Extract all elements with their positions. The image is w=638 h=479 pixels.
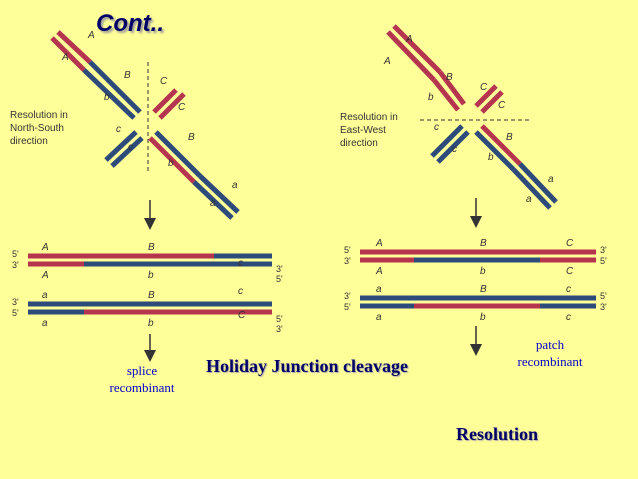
svg-text:C: C: [498, 100, 506, 111]
svg-text:a: a: [42, 290, 48, 301]
svg-text:c: c: [566, 284, 571, 295]
svg-text:3': 3': [344, 291, 351, 301]
svg-text:East-West: East-West: [340, 125, 386, 136]
svg-text:b: b: [480, 312, 486, 323]
svg-text:3': 3': [600, 245, 607, 255]
right-resolution-label: Resolution in East-West direction: [340, 112, 398, 149]
svg-text:A: A: [61, 52, 69, 63]
svg-text:A: A: [405, 34, 413, 45]
svg-text:B: B: [480, 284, 487, 295]
svg-text:a: a: [548, 174, 554, 185]
patch-recombinant-label: patch recombinant: [517, 337, 583, 369]
svg-text:3': 3': [344, 256, 351, 266]
svg-text:B: B: [148, 242, 155, 253]
svg-text:C: C: [480, 82, 488, 93]
svg-text:Resolution in: Resolution in: [340, 112, 398, 123]
svg-text:a: a: [210, 198, 216, 209]
left-junction-labels: A A B b c C C B b c a a: [61, 30, 238, 209]
svg-text:b: b: [480, 266, 486, 277]
svg-text:5': 5': [344, 245, 351, 255]
svg-text:5': 5': [276, 274, 283, 284]
svg-text:A: A: [375, 266, 383, 277]
svg-text:b: b: [148, 318, 154, 329]
svg-text:C: C: [160, 76, 168, 87]
svg-text:C: C: [178, 102, 186, 113]
svg-text:c: c: [128, 142, 133, 153]
svg-text:B: B: [188, 132, 195, 143]
svg-text:c: c: [238, 286, 243, 297]
svg-text:3': 3': [12, 260, 19, 270]
svg-text:a: a: [376, 312, 382, 323]
svg-text:A: A: [375, 238, 383, 249]
svg-text:direction: direction: [340, 138, 378, 149]
svg-text:c: c: [116, 124, 121, 135]
svg-text:b: b: [428, 92, 434, 103]
svg-text:B: B: [124, 70, 131, 81]
svg-text:a: a: [376, 284, 382, 295]
resolution-caption: Resolution: [456, 424, 539, 444]
holiday-junction-cleavage-caption: Holiday Junction cleavage: [206, 356, 408, 376]
svg-text:3': 3': [12, 297, 19, 307]
svg-text:A: A: [41, 270, 49, 281]
svg-text:C: C: [566, 266, 574, 277]
svg-text:c: c: [452, 144, 457, 155]
svg-text:b: b: [148, 270, 154, 281]
svg-text:3': 3': [276, 264, 283, 274]
slide-title: Cont..: [96, 10, 164, 37]
svg-text:B: B: [506, 132, 513, 143]
svg-text:3': 3': [276, 324, 283, 334]
svg-text:A: A: [41, 242, 49, 253]
svg-text:5': 5': [600, 291, 607, 301]
svg-text:b: b: [104, 92, 110, 103]
left-product-2: 3' 5' 5' 3' a B c a b C: [12, 286, 283, 334]
svg-text:c: c: [434, 122, 439, 133]
svg-text:a: a: [232, 180, 238, 191]
left-resolution-label: Resolution in North-South direction: [10, 110, 68, 147]
svg-text:North-South: North-South: [10, 123, 64, 134]
svg-text:B: B: [148, 290, 155, 301]
svg-text:C: C: [238, 310, 246, 321]
svg-text:5': 5': [12, 249, 19, 259]
svg-text:3': 3': [600, 302, 607, 312]
svg-text:a: a: [526, 194, 532, 205]
right-product-1: 5' 3' 3' 5' A B C A b C: [344, 238, 607, 277]
svg-text:5': 5': [344, 302, 351, 312]
svg-text:Resolution in: Resolution in: [10, 110, 68, 121]
splice-recombinant-label: splice recombinant: [109, 363, 175, 395]
svg-text:b: b: [168, 158, 174, 169]
left-junction: [50, 30, 240, 220]
right-product-2: 3' 5' 5' 3' a B c a b c: [344, 284, 607, 323]
svg-text:B: B: [480, 238, 487, 249]
svg-text:5': 5': [276, 314, 283, 324]
svg-text:c: c: [238, 258, 243, 269]
svg-text:5': 5': [600, 256, 607, 266]
right-junction-labels: A A B b c C C B b c a a: [383, 34, 554, 205]
svg-text:b: b: [488, 152, 494, 163]
svg-text:B: B: [446, 72, 453, 83]
svg-text:C: C: [566, 238, 574, 249]
svg-text:a: a: [42, 318, 48, 329]
svg-text:A: A: [87, 30, 95, 41]
svg-text:5': 5': [12, 308, 19, 318]
svg-text:A: A: [383, 56, 391, 67]
svg-text:c: c: [566, 312, 571, 323]
svg-text:direction: direction: [10, 136, 48, 147]
right-junction: [386, 24, 558, 210]
left-product-1: 5' 3' 3' 5' A B c A b: [12, 242, 283, 284]
